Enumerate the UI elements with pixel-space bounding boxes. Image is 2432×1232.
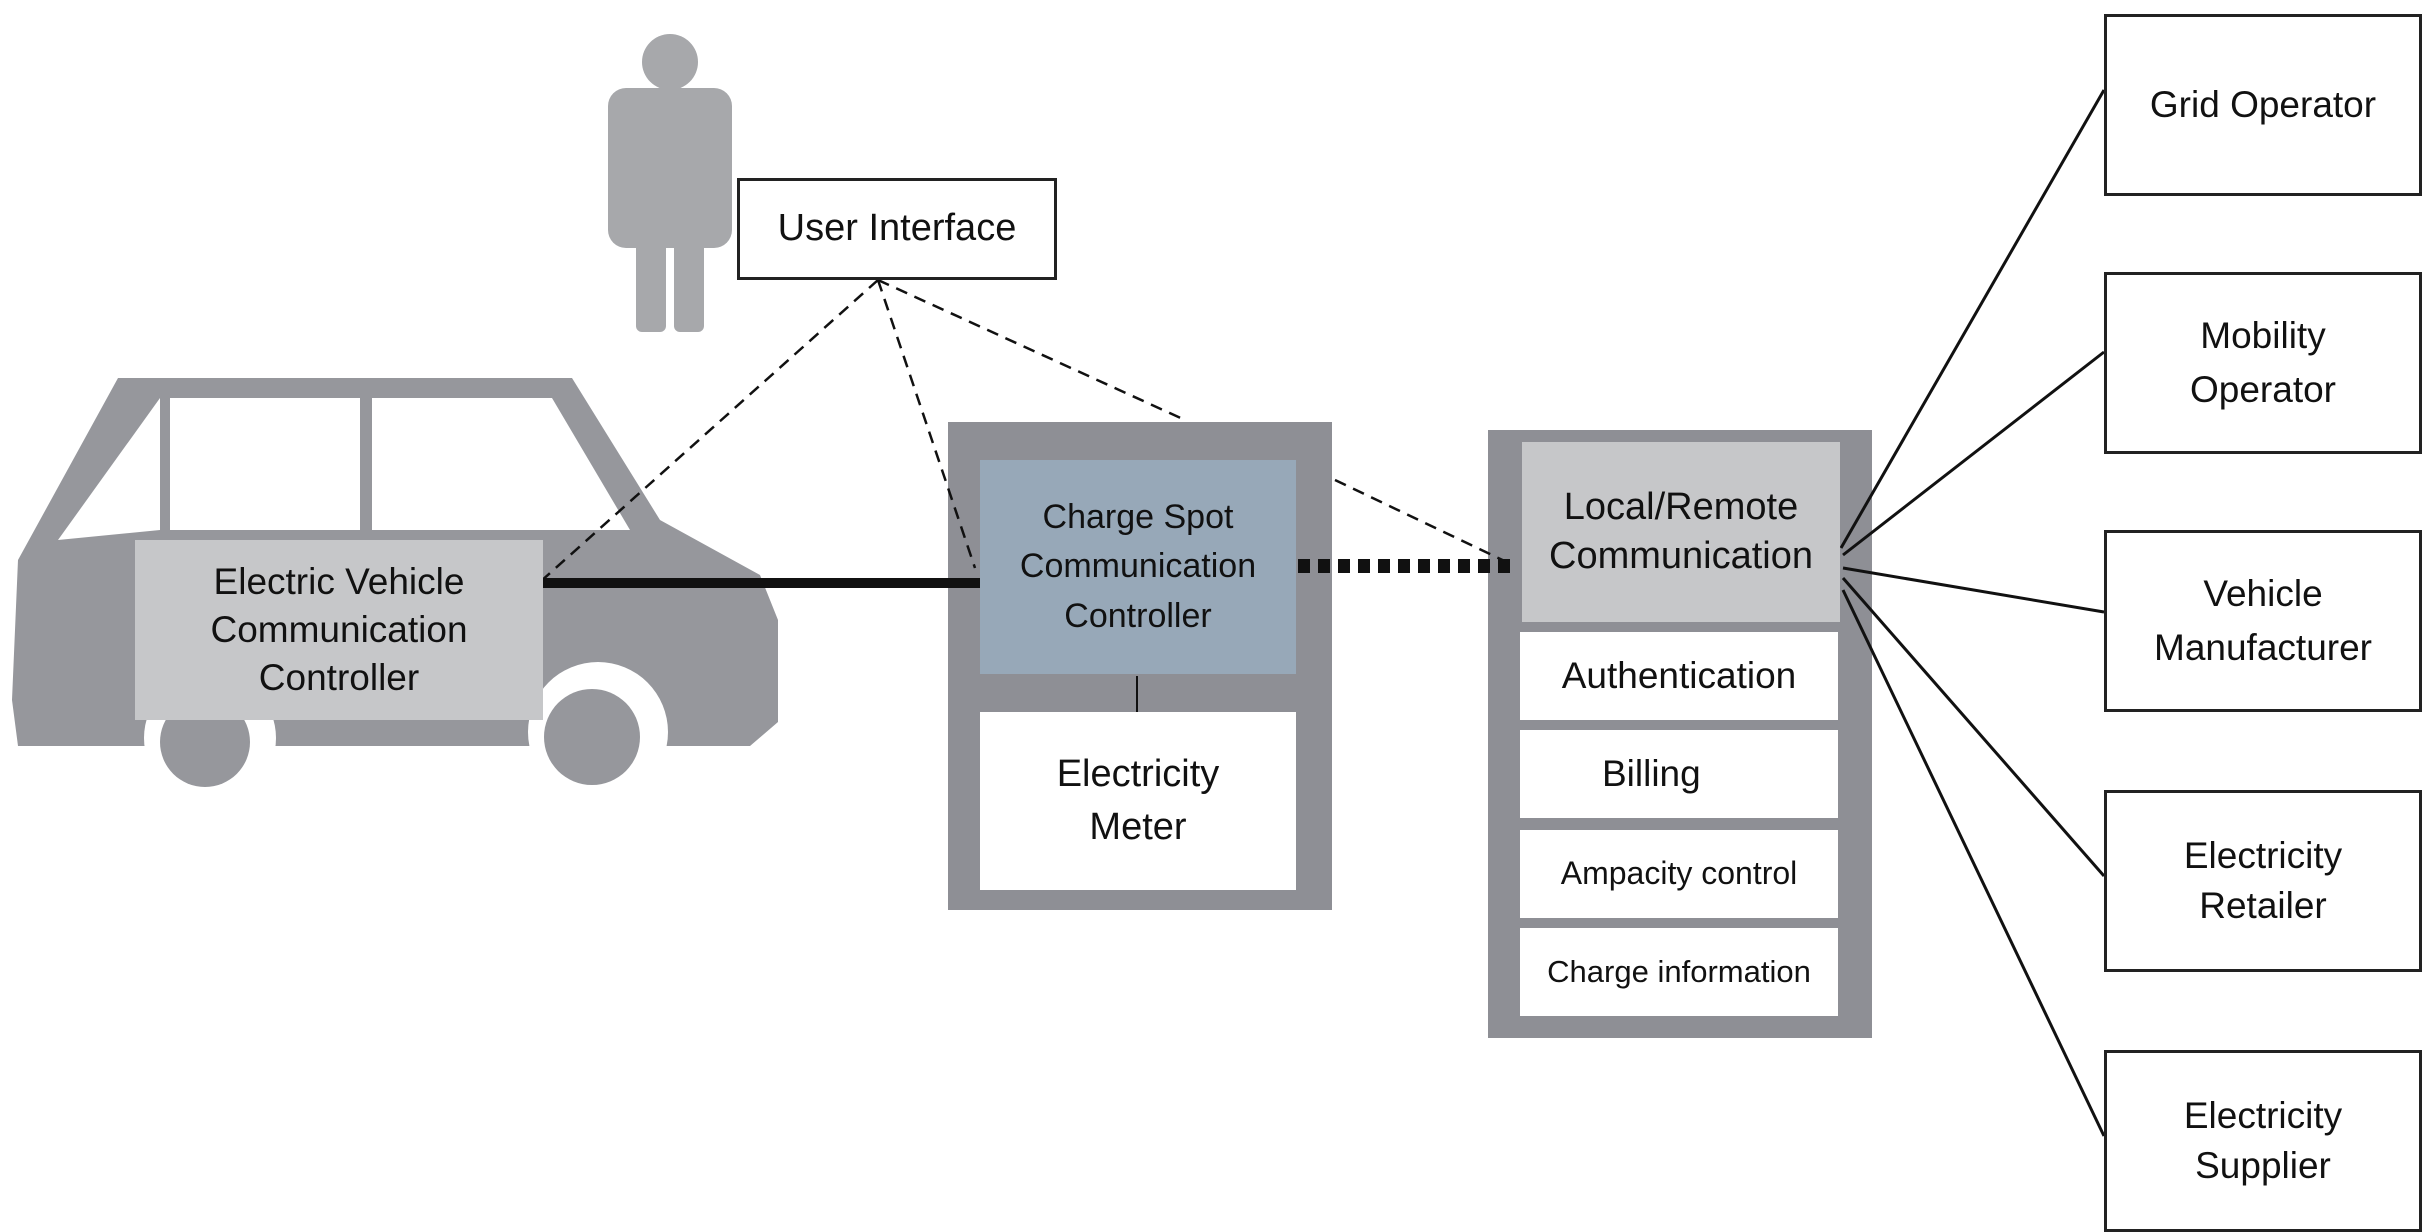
person-icon bbox=[608, 34, 732, 332]
electricity-retailer-line1: Electricity bbox=[2183, 835, 2343, 877]
electricity-meter: Electricity Meter bbox=[980, 712, 1296, 890]
ev-controller-line2: Communication bbox=[210, 608, 468, 650]
user-interface-links bbox=[539, 278, 1516, 583]
service-ampacity-control: Ampacity control bbox=[1520, 830, 1838, 918]
electricity-supplier-box: Electricity Supplier bbox=[2104, 1050, 2422, 1232]
electricity-retailer-box: Electricity Retailer bbox=[2104, 790, 2422, 972]
service-label: Charge information bbox=[1547, 953, 1811, 989]
charge-spot-line3: Controller bbox=[1064, 596, 1212, 635]
meter-line2: Meter bbox=[1089, 806, 1187, 848]
electricity-supplier-line2: Supplier bbox=[2195, 1145, 2331, 1186]
mobility-operator-line2: Operator bbox=[2189, 369, 2336, 410]
ev-communication-controller: Electric Vehicle Communication Controlle… bbox=[135, 540, 543, 720]
electricity-retailer-line2: Retailer bbox=[2199, 885, 2327, 926]
service-authentication: Authentication bbox=[1520, 632, 1838, 720]
mobility-operator-box: Mobility Operator bbox=[2104, 272, 2422, 454]
vehicle-manufacturer-line1: Vehicle bbox=[2203, 573, 2323, 615]
comm-line2: Communication bbox=[1549, 535, 1813, 577]
service-label: Billing bbox=[1602, 752, 1701, 794]
charge-spot-line2: Communication bbox=[1019, 547, 1257, 586]
ev-controller-line3: Controller bbox=[258, 657, 420, 699]
meter-line1: Electricity bbox=[1056, 752, 1220, 795]
vehicle-manufacturer-line2: Manufacturer bbox=[2154, 627, 2372, 668]
user-interface-label: User Interface bbox=[777, 207, 1017, 250]
ev-controller-line1: Electric Vehicle bbox=[213, 560, 465, 602]
grid-operator-label: Grid Operator bbox=[2149, 83, 2377, 125]
service-label: Ampacity control bbox=[1560, 855, 1798, 892]
local-remote-communication: Local/Remote Communication bbox=[1522, 442, 1840, 622]
service-billing: Billing bbox=[1520, 730, 1838, 818]
vehicle-manufacturer-box: Vehicle Manufacturer bbox=[2104, 530, 2422, 712]
charge-spot-line1: Charge Spot bbox=[1042, 498, 1234, 537]
user-interface-box: User Interface bbox=[737, 178, 1057, 280]
stakeholder-links bbox=[1839, 89, 2106, 1137]
comm-line1: Local/Remote bbox=[1563, 485, 1799, 528]
grid-operator-box: Grid Operator bbox=[2104, 14, 2422, 196]
mobility-operator-line1: Mobility bbox=[2200, 315, 2326, 357]
service-charge-information: Charge information bbox=[1520, 928, 1838, 1016]
service-label: Authentication bbox=[1561, 654, 1797, 696]
charge-spot-controller: Charge Spot Communication Controller bbox=[980, 460, 1296, 674]
electricity-supplier-line1: Electricity bbox=[2183, 1095, 2343, 1137]
